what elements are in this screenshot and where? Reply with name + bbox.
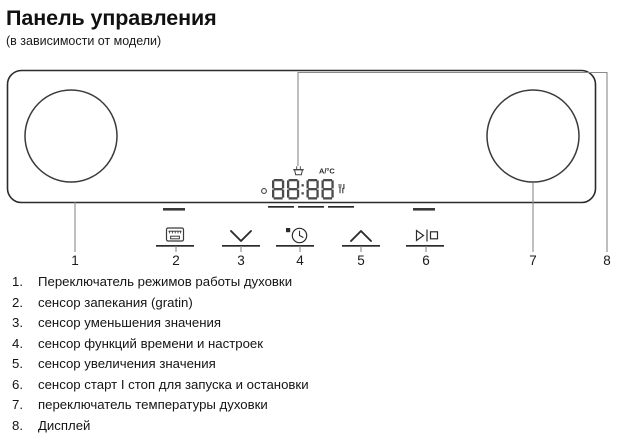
indicator-dot-icon bbox=[261, 188, 267, 194]
heading-block: Панель управления (в зависимости от моде… bbox=[6, 6, 606, 49]
display-unit-label: A/°C bbox=[319, 167, 335, 176]
legend-item-5: 5. сенсор увеличения значения bbox=[8, 354, 618, 375]
legend-text-1: Переключатель режимов работы духовки bbox=[38, 274, 293, 289]
increase-sensor-underline bbox=[342, 245, 380, 247]
page-title: Панель управления bbox=[6, 6, 217, 30]
legend-block: 1. Переключатель режимов работы духовки … bbox=[8, 272, 618, 436]
callout-number-5: 5 bbox=[357, 253, 365, 267]
legend-item-1: 1. Переключатель режимов работы духовки bbox=[8, 272, 618, 293]
increase-value-sensor[interactable] bbox=[342, 230, 380, 247]
callout-number-1: 1 bbox=[71, 253, 79, 267]
legend-item-7: 7. переключатель температуры духовки bbox=[8, 395, 618, 416]
chevron-up-icon bbox=[350, 230, 372, 242]
control-panel-figure: A/°C bbox=[0, 62, 625, 267]
callout-number-6: 6 bbox=[422, 253, 430, 267]
callout-number-7: 7 bbox=[529, 253, 537, 267]
start-stop-sensor[interactable] bbox=[406, 208, 444, 247]
legend-number-5: 5. bbox=[12, 356, 23, 371]
oven-function-knob[interactable] bbox=[24, 89, 118, 183]
control-panel-outline bbox=[6, 69, 597, 204]
callout-number-4: 4 bbox=[296, 253, 304, 267]
gratin-sensor[interactable] bbox=[156, 208, 194, 247]
legend-number-2: 2. bbox=[12, 294, 23, 310]
callout-numbers: 1 2 3 4 5 6 7 8 bbox=[71, 253, 611, 267]
legend-text-3: сенсор уменьшения значения bbox=[38, 315, 222, 330]
display-colon bbox=[301, 184, 304, 195]
display-digits bbox=[272, 179, 334, 200]
start-stop-sensor-underline bbox=[406, 245, 444, 247]
legend-number-3: 3. bbox=[12, 315, 23, 330]
legend-text-7: переключатель температуры духовки bbox=[38, 397, 268, 412]
gratin-oven-icon bbox=[165, 227, 185, 242]
time-sensor-underline bbox=[276, 245, 314, 247]
callout-number-2: 2 bbox=[172, 253, 180, 267]
start-stop-sensor-dash bbox=[413, 208, 435, 211]
decrease-sensor-underline bbox=[222, 245, 260, 247]
play-stop-icon bbox=[415, 229, 439, 242]
clock-icon bbox=[291, 227, 308, 244]
gratin-sensor-dash bbox=[163, 208, 185, 211]
callout-number-3: 3 bbox=[237, 253, 245, 267]
legend-text-8: Дисплей bbox=[38, 417, 91, 433]
display: A/°C bbox=[261, 166, 354, 208]
oven-temperature-knob[interactable] bbox=[486, 89, 580, 183]
pot-icon bbox=[293, 166, 304, 176]
legend-text-2: сенсор запекания (gratin) bbox=[38, 294, 193, 310]
legend-item-8: 8. Дисплей bbox=[8, 416, 618, 436]
chevron-down-icon bbox=[230, 230, 252, 242]
callout-number-8: 8 bbox=[603, 253, 611, 267]
settings-square-icon bbox=[286, 228, 291, 233]
gratin-sensor-underline bbox=[156, 245, 194, 247]
cutlery-icon bbox=[338, 184, 345, 194]
legend-text-4: сенсор функций времени и настроек bbox=[38, 335, 264, 351]
legend-number-8: 8. bbox=[12, 417, 23, 433]
decrease-value-sensor[interactable] bbox=[222, 230, 260, 247]
legend-number-6: 6. bbox=[12, 376, 23, 392]
callout-leader-lines bbox=[74, 71, 608, 252]
legend-number-7: 7. bbox=[12, 397, 23, 412]
legend-item-3: 3. сенсор уменьшения значения bbox=[8, 313, 618, 334]
legend-text-5: сенсор увеличения значения bbox=[38, 356, 216, 371]
time-functions-sensor[interactable] bbox=[276, 227, 314, 247]
legend-list: 1. Переключатель режимов работы духовки … bbox=[8, 272, 618, 436]
leader-8 bbox=[297, 71, 608, 252]
legend-number-1: 1. bbox=[12, 274, 23, 289]
page-subtitle: (в зависимости от модели) bbox=[6, 34, 162, 48]
legend-item-2: 2. сенсор запекания (gratin) bbox=[8, 293, 618, 314]
legend-item-6: 6. сенсор старт I стоп для запуска и ост… bbox=[8, 375, 618, 396]
legend-item-4: 4. сенсор функций времени и настроек bbox=[8, 334, 618, 355]
legend-number-4: 4. bbox=[12, 335, 23, 351]
display-segment-bars bbox=[268, 206, 354, 208]
legend-text-6: сенсор старт I стоп для запуска и остано… bbox=[38, 376, 309, 392]
